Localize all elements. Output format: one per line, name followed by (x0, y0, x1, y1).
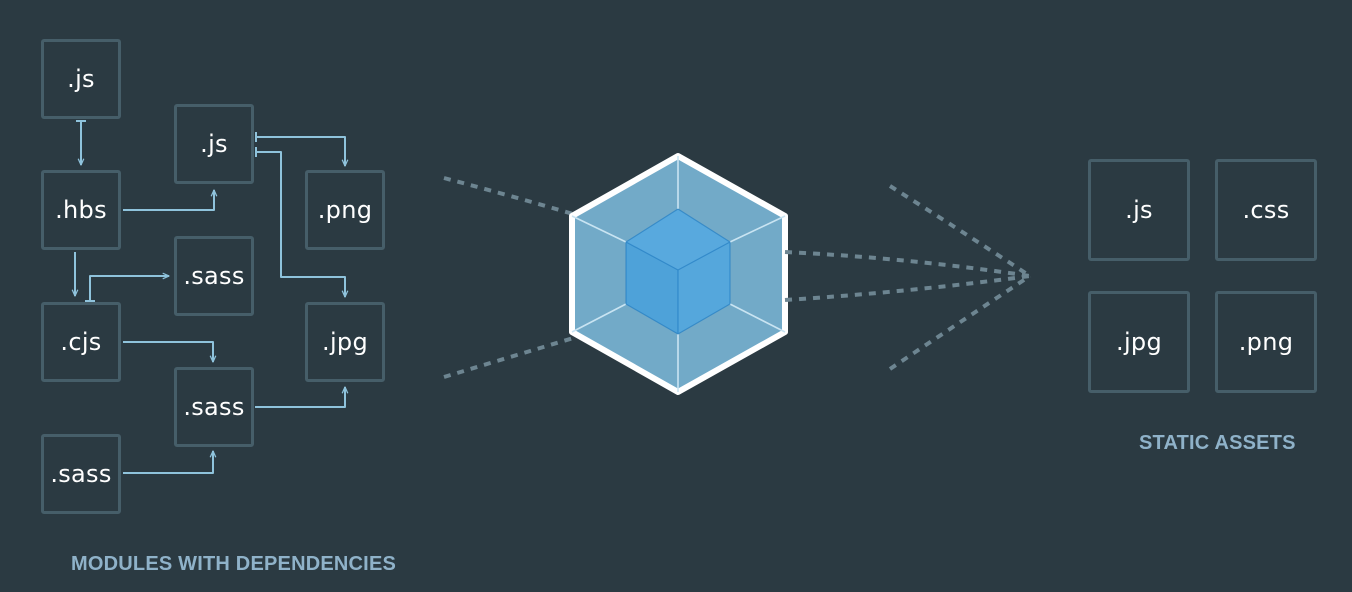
dependency-connectors (75, 120, 345, 474)
module-jpg: .jpg (305, 302, 385, 382)
asset-jpg: .jpg (1088, 291, 1190, 393)
asset-png: .png (1215, 291, 1317, 393)
connector-js-png (256, 136, 345, 166)
connector-sass-jpg (255, 387, 345, 408)
asset-css: .css (1215, 159, 1317, 261)
module-js-top: .js (41, 39, 121, 119)
module-cjs: .cjs (41, 302, 121, 382)
connector-cjs-sass-upper (89, 276, 169, 301)
module-sass-upper: .sass (174, 236, 254, 316)
connector-cjs-sass-mid (123, 341, 213, 362)
connector-hbs-js (123, 190, 214, 211)
module-sass-bottom: .sass (41, 434, 121, 514)
connector-sass-sass (123, 451, 213, 474)
asset-js: .js (1088, 159, 1190, 261)
assets-caption: STATIC ASSETS (1139, 432, 1296, 454)
cube-icon (569, 153, 788, 395)
connector-js-jpg (256, 151, 345, 297)
output-flow-lines (784, 184, 1032, 371)
module-hbs: .hbs (41, 170, 121, 250)
modules-caption: MODULES WITH DEPENDENCIES (71, 553, 397, 575)
module-png: .png (305, 170, 385, 250)
module-js-mid: .js (174, 104, 254, 184)
module-sass-mid: .sass (174, 367, 254, 447)
